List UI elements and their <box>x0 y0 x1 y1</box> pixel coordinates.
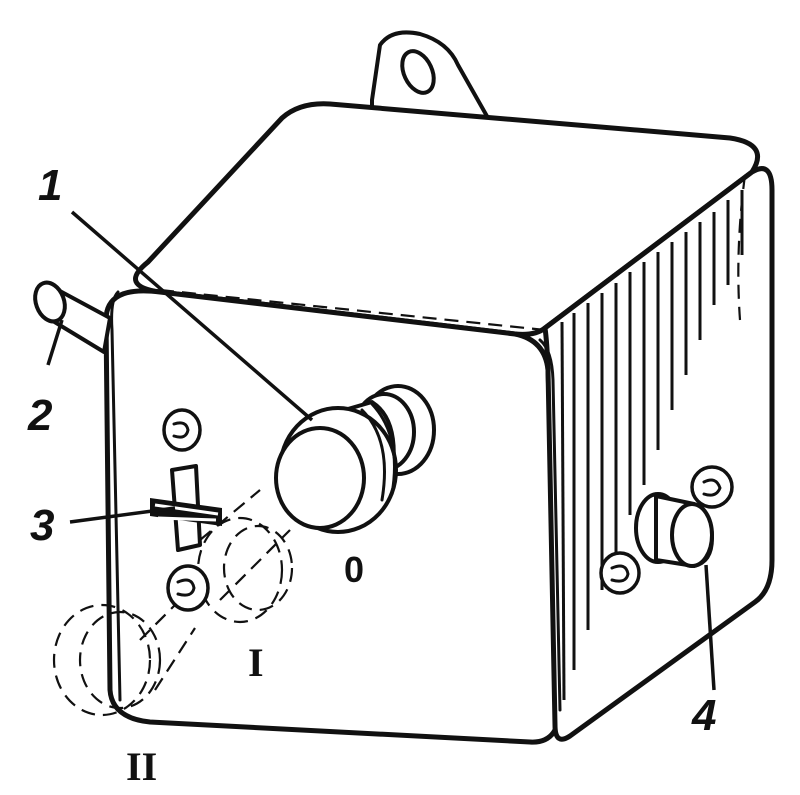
switch-box-body <box>103 101 775 745</box>
callout-4: 4 <box>691 691 716 740</box>
screw-upper-left <box>162 408 202 452</box>
callout-1: 1 <box>38 161 62 210</box>
position-label-I: I <box>248 640 264 685</box>
ghost-knob-position-two <box>52 599 196 717</box>
screw-lower-left <box>166 564 210 612</box>
ghost-knob-position-one <box>196 489 294 624</box>
callout-3: 3 <box>30 501 54 550</box>
leader-lines <box>46 210 716 691</box>
lever-slot <box>150 464 222 552</box>
screw-right-upper <box>690 465 734 509</box>
mounting-lug <box>370 30 490 120</box>
right-face-shading <box>560 190 744 701</box>
main-knob <box>274 384 436 534</box>
position-label-0: 0 <box>344 549 364 590</box>
indicator-lamp <box>634 492 714 568</box>
screw-right-lower <box>599 551 641 595</box>
side-pin <box>33 280 112 354</box>
position-label-II: II <box>126 744 157 789</box>
callout-2: 2 <box>27 391 53 440</box>
